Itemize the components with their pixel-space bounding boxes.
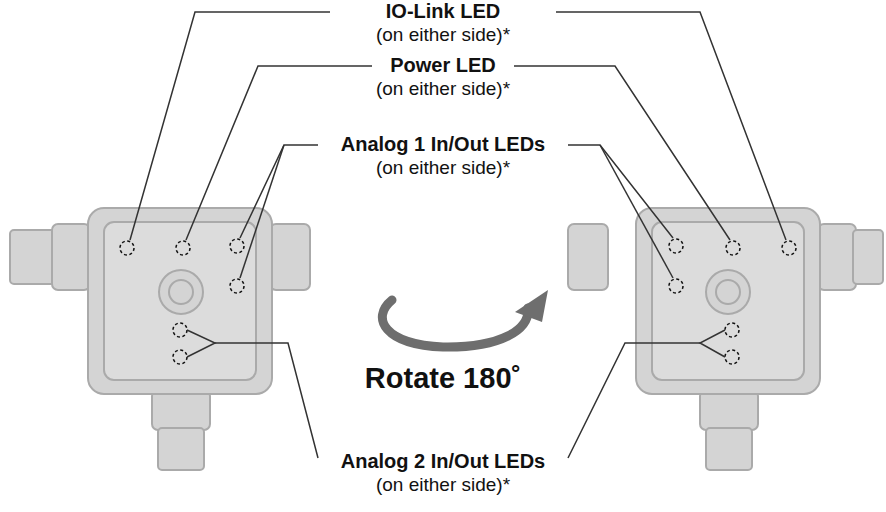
connector [270,224,310,290]
housing [88,208,272,394]
led [173,350,187,364]
led [726,241,740,255]
led [120,241,134,255]
led-label: IO-Link LED [386,0,500,23]
connector [700,390,758,430]
led [669,279,683,293]
leader-line [187,330,215,357]
connector [818,224,856,290]
note-text: (on either side)* [376,78,510,100]
connector [10,230,55,284]
leader-line [240,145,284,278]
leader-line [556,12,786,240]
led [230,239,244,253]
led-label: Power LED [390,54,496,77]
connector [152,390,210,430]
leader-line [130,12,330,240]
led [782,241,796,255]
leader-line [700,330,725,357]
note-text: (on either side)* [376,24,510,46]
led [725,350,739,364]
leader-line [568,145,673,238]
leader-line [568,343,700,458]
led [176,241,190,255]
led-label: Analog 2 In/Out LEDs [341,450,545,473]
leader-line [600,145,673,278]
housing-face [104,222,256,380]
connector [568,224,608,290]
note-text: (on either side)* [376,474,510,496]
mount-hole [169,280,193,304]
led [725,323,739,337]
mount-hole [159,270,203,314]
led [230,279,244,293]
leader-line [514,66,730,240]
rotate-arrow [382,290,548,347]
instruction-text: Rotate 180˚ [365,362,521,395]
connector [853,230,883,284]
led [669,239,683,253]
led [173,323,187,337]
leader-line [215,343,318,458]
note-text: (on either side)* [376,157,510,179]
mount-hole [716,280,740,304]
led-label: Analog 1 In/Out LEDs [341,133,545,156]
mount-hole [706,270,750,314]
housing-face [652,222,804,380]
connector [52,224,90,290]
connector [158,428,204,470]
connector [706,428,752,470]
